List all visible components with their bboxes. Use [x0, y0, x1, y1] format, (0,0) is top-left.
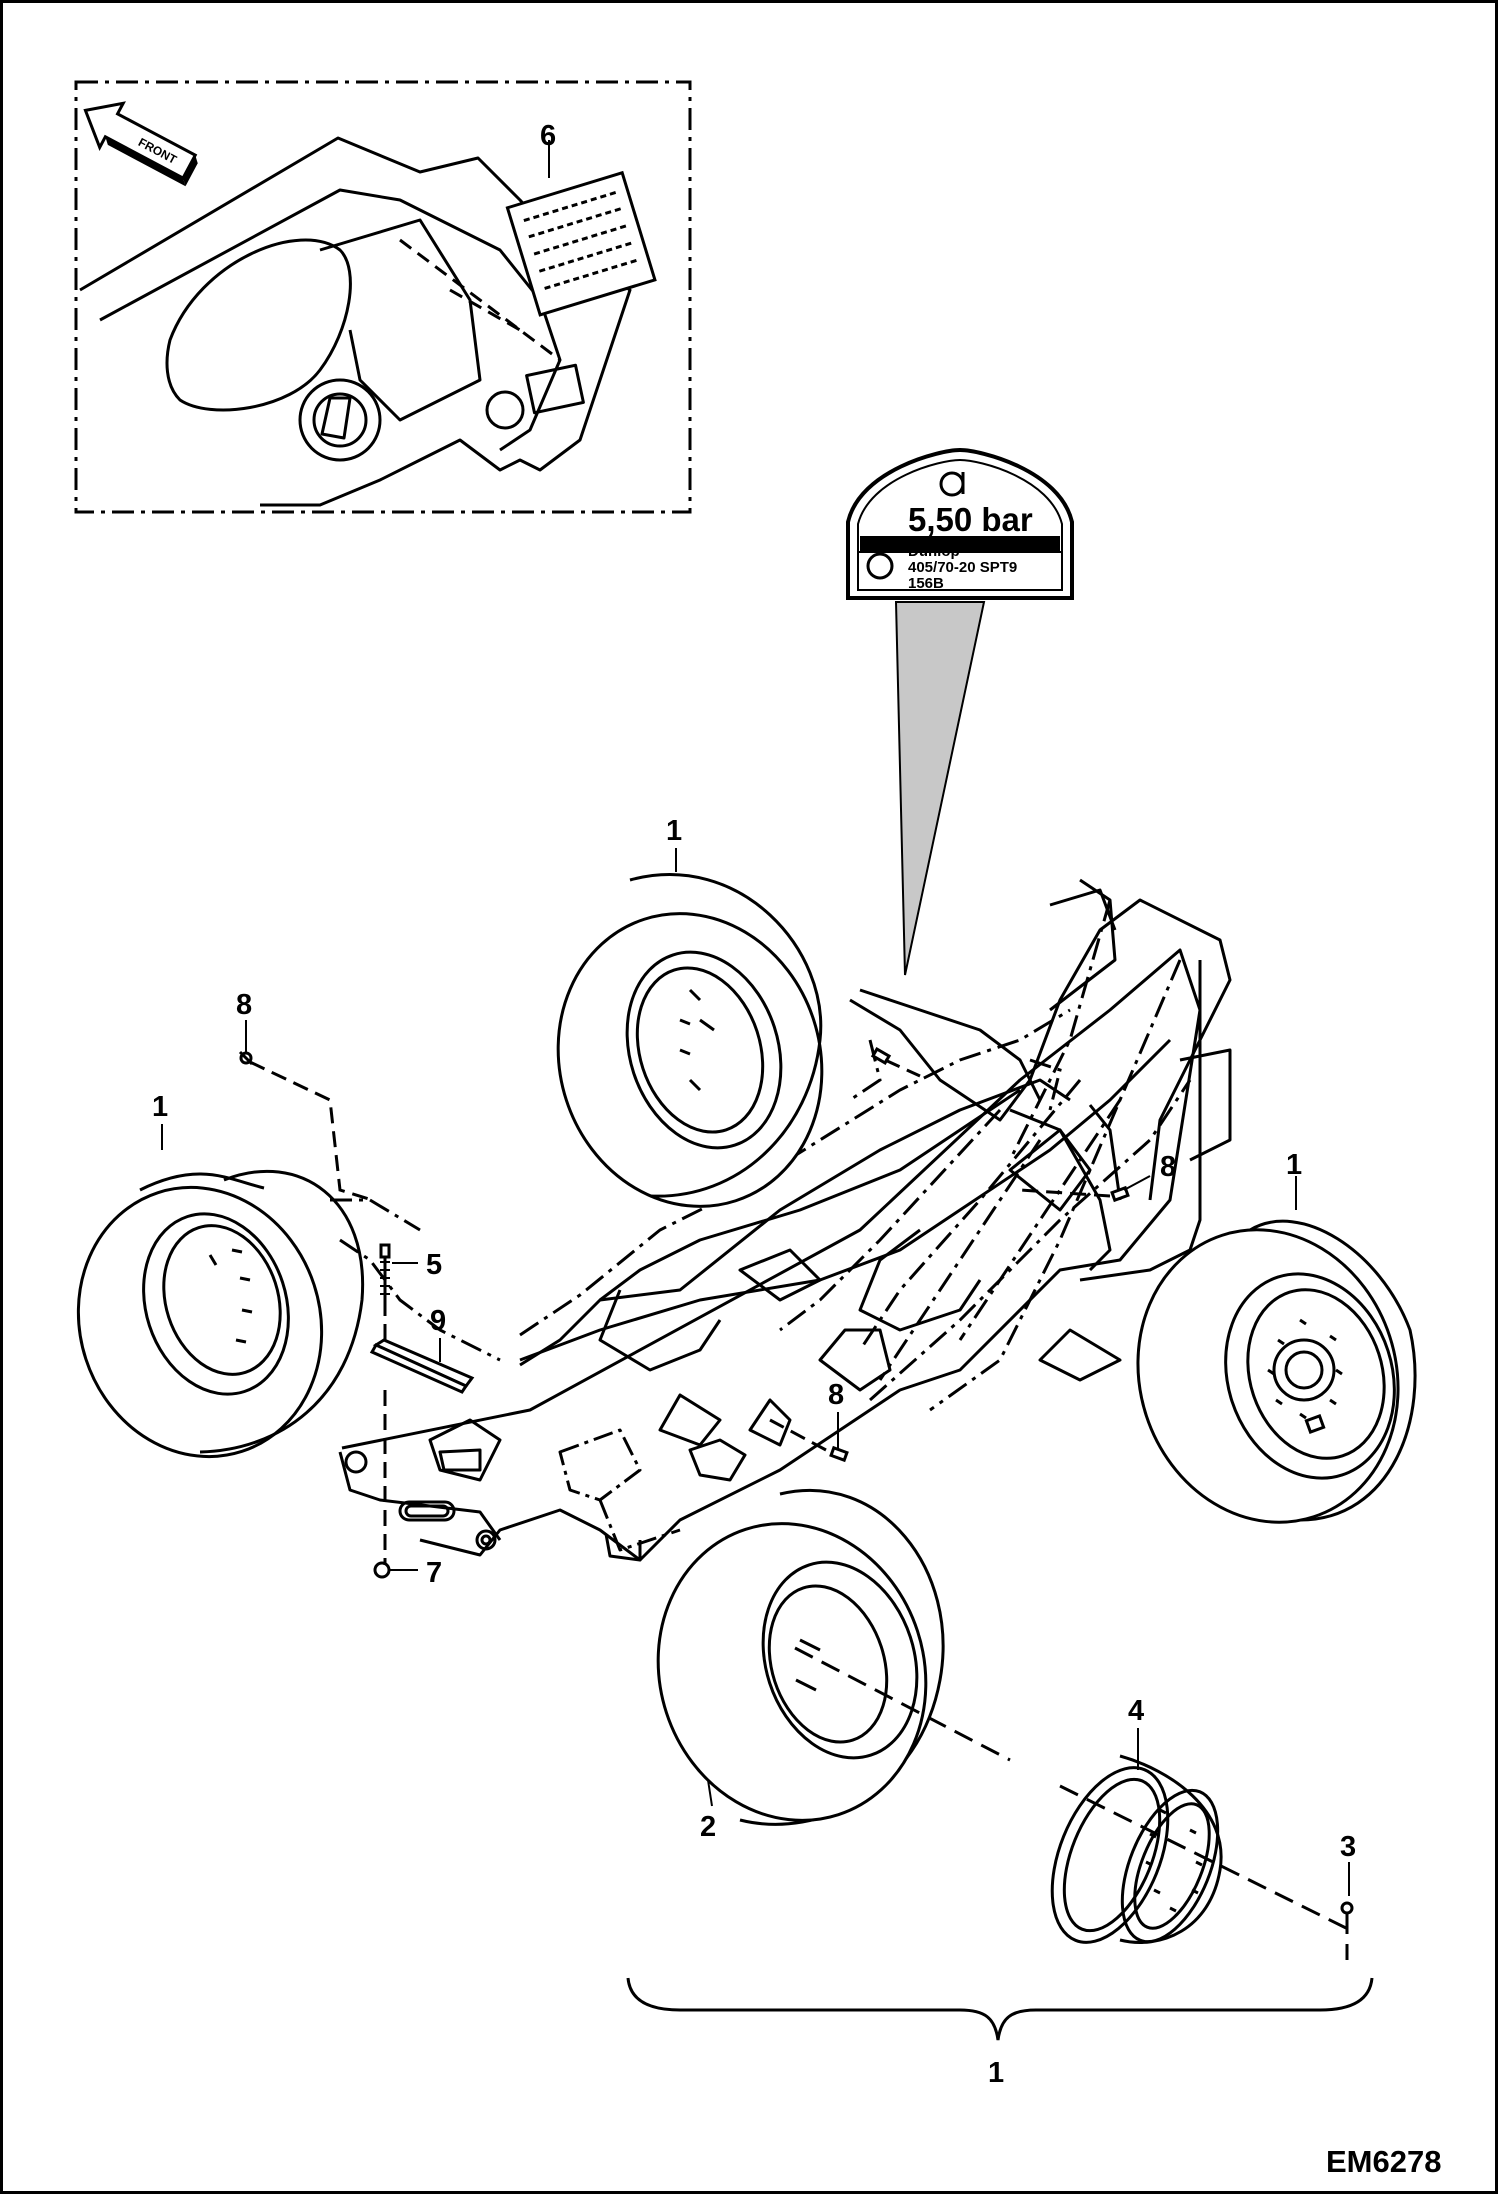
callout-nut-7: 7	[426, 1557, 442, 1589]
wheel-rim	[1050, 1754, 1223, 1944]
callout-pin-8-center: 8	[828, 1379, 844, 1411]
inset-body	[79, 136, 632, 507]
decal-rating: 156B	[908, 575, 944, 592]
front-arrow-icon: FRONT	[83, 101, 198, 187]
tire-icon	[939, 471, 965, 497]
figure-reference: EM6278	[1326, 2144, 1441, 2179]
callout-bolt-5: 5	[426, 1249, 442, 1281]
tire-pressure-decal: 5,50 bar Dunlop 405/70-20 SPT9 156B	[846, 447, 1074, 976]
decal-brand: Dunlop	[908, 543, 960, 560]
callout-rim-4: 4	[1128, 1695, 1144, 1727]
callout-tire-rear-right: 1	[666, 815, 682, 847]
assembly-brace	[626, 1977, 1374, 2041]
tire-front-left	[656, 1488, 945, 1826]
hardware	[238, 1046, 1130, 1579]
decal-pressure: 5,50 bar	[908, 501, 1033, 538]
callout-leaders	[161, 848, 1350, 1896]
frame-hidden-lines	[330, 899, 1192, 1412]
hardware-leaders	[249, 1058, 1111, 1565]
callout-pin-8-right: 8	[1160, 1151, 1176, 1183]
chassis-frame	[338, 878, 1232, 1562]
callout-tire-front-right: 1	[1286, 1149, 1302, 1181]
inset-decal	[505, 170, 657, 317]
callout-tire-rear-left: 1	[152, 1091, 168, 1123]
wheel-nut	[1340, 1901, 1354, 1915]
tire-rear-left	[76, 1169, 365, 1459]
tire-front-right	[1136, 1219, 1417, 1524]
tire-size-icon	[866, 552, 894, 580]
decal-size: 405/70-20 SPT9	[908, 559, 1017, 576]
callout-tire-2: 2	[700, 1811, 716, 1843]
callout-6: 6	[540, 120, 556, 152]
tire-rear-right	[556, 873, 824, 1208]
callout-assembly-1: 1	[988, 2057, 1004, 2089]
callout-nut-3: 3	[1340, 1831, 1356, 1863]
callout-plate-9: 9	[430, 1305, 446, 1337]
axle-leader	[794, 1646, 1349, 1960]
callout-pin-8-left: 8	[236, 989, 252, 1021]
inset-detail: FRONT 6	[74, 80, 692, 514]
